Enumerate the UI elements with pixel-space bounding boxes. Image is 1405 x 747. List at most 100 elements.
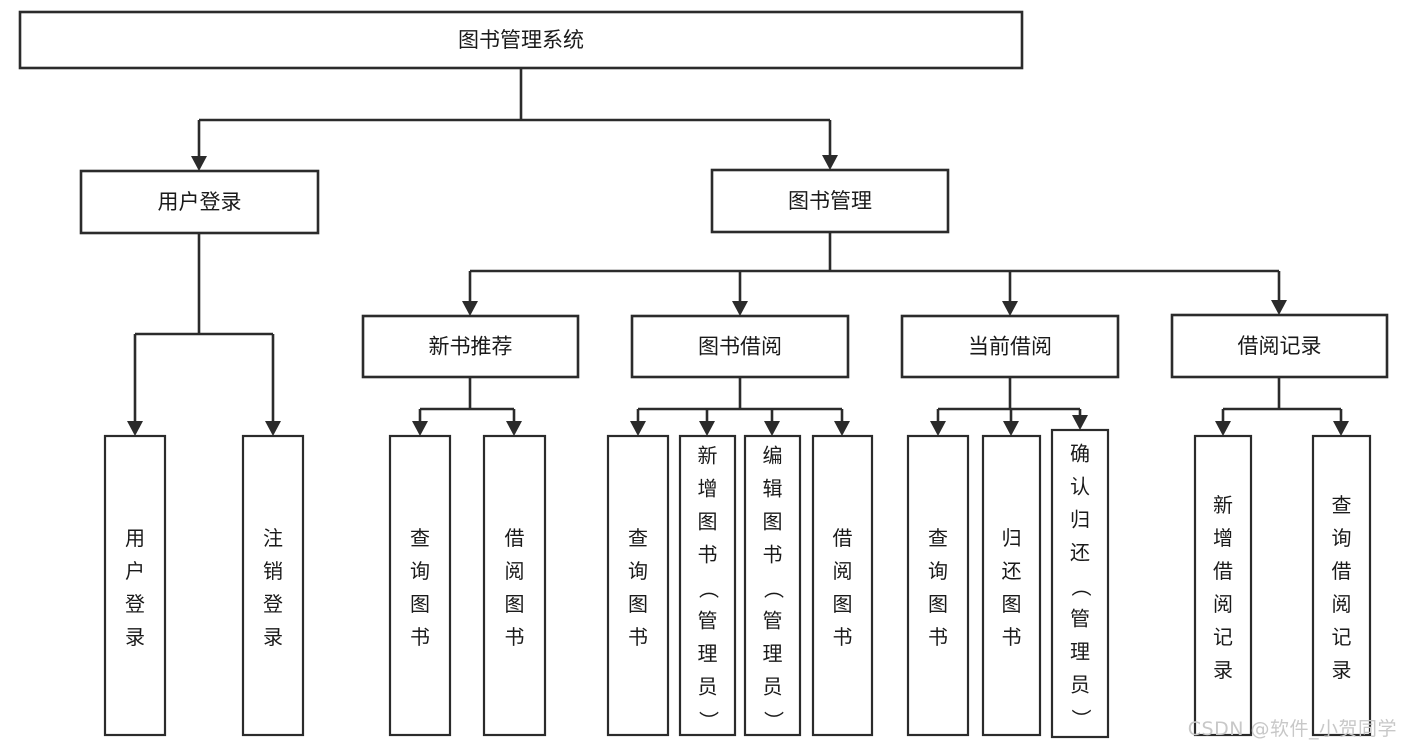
- node-box-borrow-record[interactable]: [1170, 313, 1389, 379]
- node-box-new-book-recommend[interactable]: [361, 314, 580, 379]
- svg-text:（: （: [1069, 577, 1093, 597]
- group-1-leaf-2-arrowhead: [764, 421, 780, 436]
- root-to-level2-1-arrowhead: [822, 155, 838, 170]
- svg-text:用: 用: [125, 526, 145, 550]
- svg-text:书: 书: [628, 625, 648, 649]
- svg-text:询: 询: [410, 559, 430, 583]
- node-label-root: 图书管理系统: [458, 28, 584, 52]
- group-2-leaf-2-arrowhead: [1072, 415, 1088, 430]
- svg-text:借: 借: [505, 526, 525, 550]
- node-box-leaf-add-book-admin[interactable]: [678, 434, 737, 737]
- group-0-leaf-0-arrowhead: [412, 421, 428, 436]
- node-box-book-borrow[interactable]: [630, 314, 850, 379]
- node-box-leaf-query-book-1[interactable]: [388, 434, 452, 737]
- csdn-watermark: CSDN @软件_小贺同学: [1187, 718, 1397, 740]
- svg-text:）: ）: [1069, 709, 1093, 729]
- node-box-leaf-query-borrow-record[interactable]: [1311, 434, 1372, 737]
- svg-text:查: 查: [410, 526, 430, 550]
- svg-text:阅: 阅: [1332, 592, 1352, 616]
- svg-text:增: 增: [1213, 526, 1233, 550]
- svg-text:员: 员: [763, 675, 783, 699]
- svg-text:图: 图: [698, 510, 718, 534]
- svg-text:录: 录: [125, 625, 145, 649]
- group-1-leaf-0-arrowhead: [630, 421, 646, 436]
- svg-text:询: 询: [628, 559, 648, 583]
- svg-text:录: 录: [1213, 658, 1233, 682]
- svg-text:借: 借: [1213, 559, 1233, 583]
- svg-text:管: 管: [1070, 607, 1090, 631]
- group-0-leaf-1-arrowhead: [506, 421, 522, 436]
- group-3-leaf-1-arrowhead: [1333, 421, 1349, 436]
- node-box-leaf-user-login[interactable]: [103, 434, 167, 737]
- svg-text:归: 归: [1002, 526, 1022, 550]
- nodes-layer: 图书管理系统用户登录图书管理新书推荐图书借阅当前借阅借阅记录用户登录注销登录查询…: [18, 10, 1389, 739]
- svg-text:管: 管: [763, 609, 783, 633]
- group-3-leaf-0-arrowhead: [1215, 421, 1231, 436]
- group-2-leaf-0-arrowhead: [930, 421, 946, 436]
- svg-text:询: 询: [1332, 526, 1352, 550]
- svg-text:书: 书: [698, 543, 718, 567]
- svg-text:录: 录: [263, 625, 283, 649]
- svg-text:图: 图: [1002, 592, 1022, 616]
- node-box-book-manage[interactable]: [710, 168, 950, 234]
- node-box-leaf-add-borrow-record[interactable]: [1193, 434, 1253, 737]
- node-box-leaf-confirm-return[interactable]: [1050, 428, 1110, 739]
- node-box-leaf-query-book-2[interactable]: [606, 434, 670, 737]
- svg-text:登: 登: [125, 592, 145, 616]
- svg-text:新: 新: [1213, 493, 1233, 517]
- svg-text:书: 书: [763, 543, 783, 567]
- svg-text:图: 图: [410, 592, 430, 616]
- svg-text:图: 图: [928, 592, 948, 616]
- node-box-leaf-user-logout[interactable]: [241, 434, 305, 737]
- node-box-leaf-edit-book-admin[interactable]: [743, 434, 802, 737]
- svg-text:查: 查: [628, 526, 648, 550]
- manage-to-level3-1-arrowhead: [732, 301, 748, 316]
- node-box-leaf-return-book[interactable]: [981, 434, 1042, 737]
- group-1-leaf-1-arrowhead: [699, 421, 715, 436]
- connectors-layer: [127, 68, 1349, 436]
- svg-text:查: 查: [928, 526, 948, 550]
- svg-text:书: 书: [928, 625, 948, 649]
- svg-text:认: 认: [1070, 475, 1090, 499]
- svg-text:编: 编: [763, 444, 783, 468]
- node-box-current-borrow[interactable]: [900, 314, 1120, 379]
- node-box-leaf-query-book-3[interactable]: [906, 434, 970, 737]
- svg-text:增: 增: [698, 477, 718, 501]
- svg-text:询: 询: [928, 559, 948, 583]
- node-box-root[interactable]: [18, 10, 1024, 70]
- svg-text:图: 图: [833, 592, 853, 616]
- svg-text:录: 录: [1332, 658, 1352, 682]
- node-box-leaf-borrow-book-2[interactable]: [811, 434, 874, 737]
- group-2-leaf-1-arrowhead: [1003, 421, 1019, 436]
- node-box-leaf-borrow-book-1[interactable]: [482, 434, 547, 737]
- svg-text:理: 理: [1070, 640, 1090, 664]
- svg-text:理: 理: [763, 642, 783, 666]
- svg-text:还: 还: [1002, 559, 1022, 583]
- svg-text:管: 管: [698, 609, 718, 633]
- svg-text:查: 查: [1332, 493, 1352, 517]
- manage-to-level3-3-arrowhead: [1271, 300, 1287, 315]
- node-label-user-login: 用户登录: [158, 190, 242, 214]
- node-box-user-login[interactable]: [79, 169, 320, 235]
- svg-text:（: （: [697, 579, 721, 599]
- manage-to-level3-0-arrowhead: [462, 301, 478, 316]
- svg-text:（: （: [762, 579, 786, 599]
- svg-text:理: 理: [698, 642, 718, 666]
- svg-text:借: 借: [1332, 559, 1352, 583]
- node-label-book-manage: 图书管理: [788, 189, 872, 213]
- root-to-level2-0-arrowhead: [191, 156, 207, 171]
- svg-text:图: 图: [505, 592, 525, 616]
- svg-text:阅: 阅: [1213, 592, 1233, 616]
- svg-text:书: 书: [410, 625, 430, 649]
- svg-text:图: 图: [628, 592, 648, 616]
- svg-text:书: 书: [1002, 625, 1022, 649]
- svg-text:户: 户: [125, 559, 145, 583]
